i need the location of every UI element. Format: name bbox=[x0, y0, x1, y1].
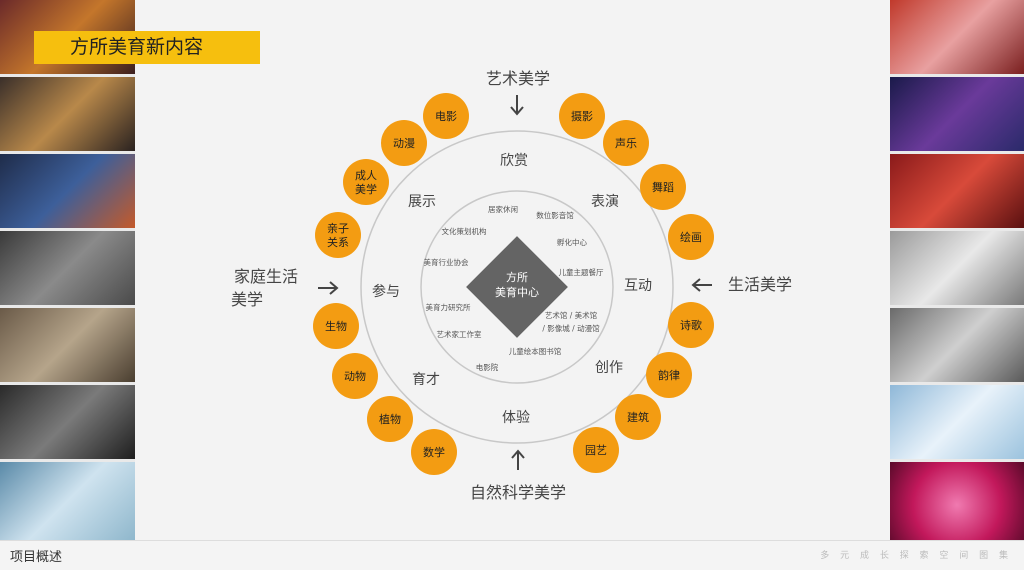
direction-top-label: 艺术美学 bbox=[486, 69, 550, 88]
photo-children-choir bbox=[0, 231, 135, 305]
center-label-line1: 方所 bbox=[506, 270, 528, 284]
right-photo-strip bbox=[890, 0, 1024, 540]
svg-text:电影: 电影 bbox=[435, 110, 457, 123]
inner-ring bbox=[420, 190, 614, 384]
bubble: 数学 bbox=[411, 429, 457, 475]
ring-label-perform: 表演 bbox=[591, 194, 619, 210]
svg-text:动漫: 动漫 bbox=[393, 136, 415, 150]
arrow-right-icon bbox=[318, 281, 339, 295]
inner-item: 文化策划机构 bbox=[442, 226, 487, 236]
inner-item: 艺术家工作室 bbox=[437, 329, 482, 339]
ring-label-create: 创作 bbox=[595, 360, 623, 376]
aesthetic-education-diagram: 方所 美育中心 艺术美学 家庭生活 美学 生活美学 自然科学美学 欣赏 表演 互… bbox=[231, 69, 792, 502]
direction-bottom-label: 自然科学美学 bbox=[470, 483, 566, 502]
inner-item: 美育力研究所 bbox=[426, 302, 471, 312]
svg-text:摄影: 摄影 bbox=[571, 109, 593, 123]
ring-label-participate: 参与 bbox=[372, 283, 400, 300]
photo-fern bbox=[890, 231, 1024, 305]
photo-dancers bbox=[0, 154, 135, 228]
photo-orchestra bbox=[0, 385, 135, 459]
bubble: 动漫 bbox=[381, 120, 427, 166]
footer-tagline: 多 元 成 长 探 索 空 间 图 集 bbox=[820, 551, 1012, 561]
bubble: 植物 bbox=[367, 396, 413, 442]
svg-text:成人: 成人 bbox=[355, 169, 377, 182]
svg-text:园艺: 园艺 bbox=[585, 444, 607, 457]
inner-item: 儿童主题餐厅 bbox=[559, 267, 604, 277]
svg-text:生物: 生物 bbox=[325, 319, 347, 333]
svg-text:关系: 关系 bbox=[327, 235, 349, 249]
svg-text:植物: 植物 bbox=[379, 412, 401, 426]
photo-blue-stage bbox=[0, 462, 135, 540]
bubble: 韵律 bbox=[646, 352, 692, 398]
inner-item: 居家休闲 bbox=[488, 204, 518, 214]
svg-text:亲子: 亲子 bbox=[327, 221, 349, 235]
direction-left-label-line2: 美学 bbox=[231, 290, 263, 309]
svg-text:舞蹈: 舞蹈 bbox=[652, 181, 674, 194]
bubble: 绘画 bbox=[668, 214, 714, 260]
svg-text:诗歌: 诗歌 bbox=[680, 318, 702, 332]
photo-ballet bbox=[0, 77, 135, 151]
bubble: 摄影 bbox=[559, 93, 605, 139]
svg-text:绘画: 绘画 bbox=[680, 230, 702, 244]
arrow-left-icon bbox=[691, 278, 712, 292]
ring-label-interact: 互动 bbox=[624, 278, 652, 294]
ring-label-experience: 体验 bbox=[502, 410, 530, 426]
svg-text:动物: 动物 bbox=[344, 369, 366, 383]
inner-item: 电影院 bbox=[476, 362, 499, 372]
svg-text:数学: 数学 bbox=[423, 445, 445, 459]
bubble: 电影 bbox=[423, 93, 469, 139]
inner-item: 孵化中心 bbox=[557, 237, 587, 247]
left-photo-strip bbox=[0, 0, 135, 540]
footer-section-label: 项目概述 bbox=[10, 550, 63, 565]
direction-right-label: 生活美学 bbox=[728, 275, 792, 294]
svg-text:声乐: 声乐 bbox=[615, 136, 637, 150]
outer-ring bbox=[360, 130, 674, 444]
page-title: 方所美育新内容 bbox=[70, 36, 204, 58]
ring-label-exhibit: 展示 bbox=[408, 194, 436, 210]
photo-flower bbox=[890, 462, 1024, 540]
arrow-down-icon bbox=[510, 95, 524, 116]
bubble: 舞蹈 bbox=[640, 164, 686, 210]
title-banner bbox=[34, 31, 260, 64]
bubble: 成人 美学 bbox=[343, 159, 389, 205]
svg-text:韵律: 韵律 bbox=[658, 368, 680, 382]
bubble: 园艺 bbox=[573, 427, 619, 473]
photo-chorus bbox=[0, 308, 135, 382]
bubble: 生物 bbox=[313, 303, 359, 349]
bubble: 诗歌 bbox=[668, 302, 714, 348]
svg-text:建筑: 建筑 bbox=[627, 410, 649, 424]
photo-red-light bbox=[890, 0, 1024, 74]
footer-bar: 项目概述 多 元 成 长 探 索 空 间 图 集 bbox=[0, 540, 1024, 570]
bubble: 动物 bbox=[332, 353, 378, 399]
photo-snowflake bbox=[890, 385, 1024, 459]
inner-item: 数位影音馆 bbox=[536, 210, 574, 220]
inner-item: 艺术馆 / 美术馆 bbox=[545, 310, 598, 320]
inner-item: 美育行业协会 bbox=[424, 257, 469, 267]
photo-purple-hall bbox=[890, 77, 1024, 151]
photo-feather bbox=[890, 308, 1024, 382]
direction-left-label-line1: 家庭生活 bbox=[234, 267, 298, 286]
inner-item: 儿童绘本图书馆 bbox=[509, 346, 562, 356]
inner-item: / 影像城 / 动漫馆 bbox=[542, 323, 600, 333]
ring-label-talent: 育才 bbox=[412, 372, 440, 388]
arrow-up-icon bbox=[511, 449, 525, 470]
center-label-line2: 美育中心 bbox=[495, 285, 539, 299]
bubble: 建筑 bbox=[615, 394, 661, 440]
bubble: 声乐 bbox=[603, 120, 649, 166]
bubble: 亲子 关系 bbox=[315, 212, 361, 258]
ring-label-appreciate: 欣赏 bbox=[500, 153, 528, 169]
svg-text:美学: 美学 bbox=[355, 182, 377, 196]
photo-red-corridor bbox=[890, 154, 1024, 228]
